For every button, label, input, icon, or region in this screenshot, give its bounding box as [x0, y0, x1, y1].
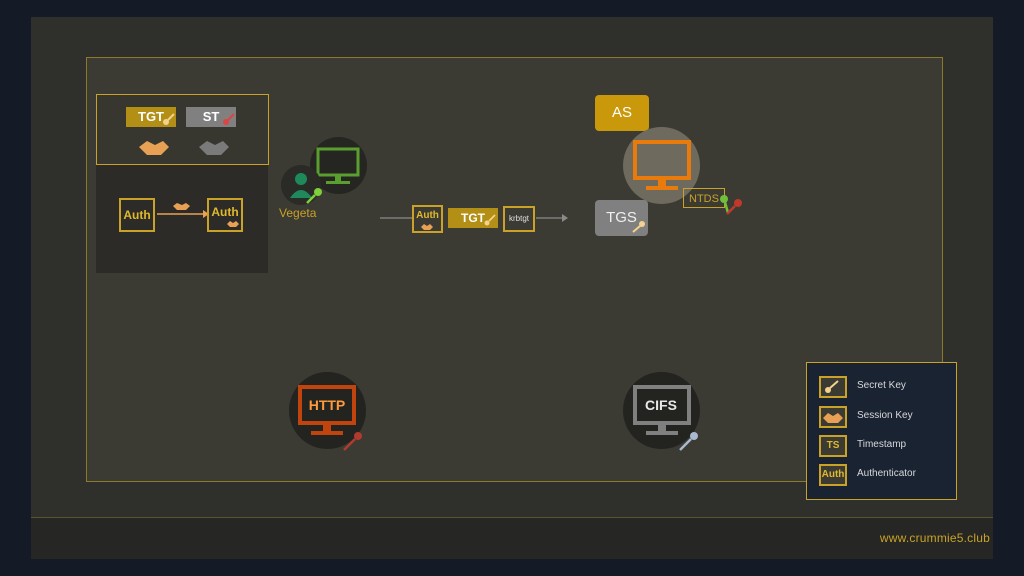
tgs-label: TGS [606, 209, 637, 226]
krbtgt-label: krbtgt [508, 214, 529, 223]
request-arrow [380, 214, 568, 222]
handshake-icon [139, 141, 169, 155]
auth-right-label: Auth [211, 205, 239, 219]
symbol-legend: Secret Key Session Key TS Timestamp Auth… [806, 362, 957, 500]
key-icon [825, 380, 839, 393]
auth-flow-legend [96, 165, 268, 273]
secret-key-swatch [819, 376, 847, 398]
st-ticket-label: ST [202, 109, 220, 124]
red-key-icon [343, 432, 362, 451]
red-key-icon [726, 199, 742, 215]
legend-label: Secret Key [857, 380, 906, 391]
footer-band [31, 517, 993, 559]
client-name: Vegeta [279, 206, 317, 220]
handshake-icon [823, 413, 843, 423]
auth-box-right: Auth [207, 198, 243, 232]
as-box: AS [595, 95, 649, 131]
auth-left-label: Auth [123, 208, 151, 222]
authenticator-swatch: Auth [819, 464, 847, 486]
key-icon [632, 221, 645, 233]
computer-icon [633, 385, 691, 435]
footer-url[interactable]: www.crummie5.club [879, 531, 990, 545]
key-icon [484, 214, 496, 226]
auth-box-left: Auth [119, 198, 155, 232]
timestamp-swatch: TS [819, 435, 847, 457]
handshake-icon [421, 224, 433, 230]
green-key-icon [720, 195, 730, 214]
request-auth-label: Auth [416, 210, 439, 221]
ntds-label: NTDS [689, 193, 719, 205]
tgs-box: TGS [595, 200, 648, 236]
request-tgt-label: TGT [461, 211, 485, 225]
tgt-ticket-label: TGT [138, 109, 164, 124]
computer-icon [316, 147, 360, 184]
computer-icon [298, 385, 356, 435]
key-icon [679, 432, 698, 451]
computer-icon [633, 140, 691, 190]
handshake-icon [227, 221, 239, 227]
legend-label: Timestamp [857, 439, 907, 450]
gray-handshake-icon [199, 141, 229, 155]
key-icon [163, 113, 175, 125]
user-icon [290, 173, 312, 198]
legend-label: Session Key [857, 410, 913, 421]
flow-arrow [157, 203, 209, 218]
http-label: HTTP [308, 397, 346, 413]
request-auth-box: Auth [412, 205, 443, 233]
legend-label: Authenticator [857, 468, 916, 479]
session-key-swatch [819, 406, 847, 428]
cifs-label: CIFS [645, 397, 677, 413]
ticket-legend [96, 94, 269, 165]
krbtgt-box: krbtgt [503, 206, 535, 232]
red-key-icon [223, 113, 235, 125]
as-label: AS [611, 104, 632, 121]
green-key-icon [306, 188, 322, 204]
